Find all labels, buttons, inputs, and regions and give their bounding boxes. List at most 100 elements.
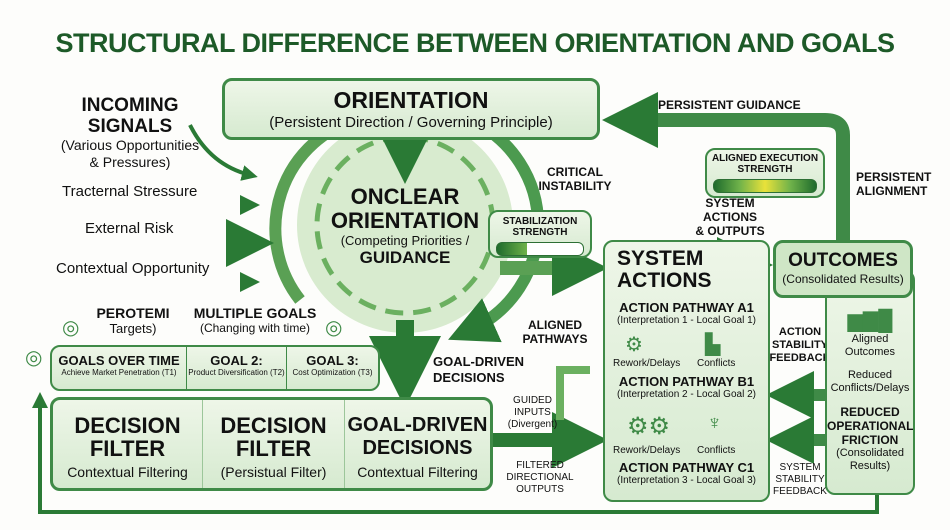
outcomes-sub: (Consolidated Results) (782, 272, 904, 286)
pathway-sub: (Interpretation 2 - Local Goal 2) (617, 389, 756, 400)
label-line: SYSTEM (617, 247, 704, 270)
label-line: FEEDBACK (773, 486, 827, 497)
conflicts-label: Conflicts (697, 358, 736, 369)
incoming-sub: (Various Opportunities (60, 137, 200, 153)
label-line: Aligned (851, 333, 889, 345)
power-tower-icon: ♆ (707, 412, 722, 434)
label-line: ALIGNMENT (856, 184, 928, 198)
label-line: STABILITY (771, 339, 828, 351)
incoming-signals: INCOMING SIGNALS (Various Opportunities … (50, 95, 210, 171)
pathway-sub: (Interpretation 1 - Local Goal 1) (617, 315, 756, 326)
label-line: DECISIONS (433, 370, 505, 385)
center-line: ONCLEAR (350, 184, 460, 209)
orientation-box: ORIENTATION (Persistent Direction / Gove… (222, 78, 600, 140)
outcomes-box: OUTCOMES (Consolidated Results) (773, 240, 913, 298)
action-pathway: ACTION PATHWAY B1(Interpretation 2 - Loc… (605, 374, 768, 400)
label-line: GUIDED (513, 395, 552, 406)
pathway-sub: (Interpretation 3 - Local Goal 3) (617, 475, 756, 486)
goal-sub: Product Diversification (T2) (188, 368, 285, 377)
decision-sub: (Persistual Filter) (220, 464, 327, 480)
stabilization-bar (496, 242, 584, 256)
label-line: ACTIONS (703, 210, 757, 224)
decision-title: GOAL-DRIVEN (347, 414, 488, 436)
goal-sub: Achieve Market Penetration (T1) (61, 368, 177, 377)
label-line: Conflicts/Delays (830, 382, 910, 394)
decision-title: DECISION (74, 413, 181, 438)
orientation-circle (297, 117, 513, 333)
decision-title: DECISION (220, 413, 327, 438)
goal-title: GOALS OVER TIME (58, 353, 180, 368)
incoming-title-2: SIGNALS (87, 116, 173, 137)
conflicts-label: Conflicts (697, 445, 736, 456)
label-line: MULTIPLE GOALS (193, 305, 317, 321)
gears-icon: ⚙⚙ (627, 413, 671, 440)
execution-bar (713, 179, 817, 193)
robot-arm-icon: ⚙ (625, 334, 643, 356)
label-line: Outcomes (844, 346, 896, 358)
signal-label: Contextual Opportunity (56, 260, 210, 277)
label-line: ALIGNED (528, 318, 582, 332)
action-pathway: ACTION PATHWAY C1(Interpretation 3 - Loc… (605, 460, 768, 486)
label-line: & OUTPUTS (695, 224, 765, 238)
label-line: SYSTEM (705, 196, 755, 210)
label-line: OPERATIONAL (827, 419, 914, 433)
signal-label: Tracternal Stressure (62, 183, 198, 200)
label-line: CRITICAL (547, 165, 603, 179)
label-line: PEROTEMI (96, 305, 170, 321)
outcomes-title: OUTCOMES (788, 250, 898, 271)
incoming-title: INCOMING (81, 95, 179, 116)
center-line: (Competing Priorities / (340, 233, 470, 248)
label-line: FEEDBACK (769, 352, 831, 364)
label-line: GOAL-DRIVEN (433, 354, 524, 369)
pathway-title: ACTION PATHWAY B1 (618, 374, 755, 389)
goal-sub: Cost Optimization (T3) (292, 368, 373, 377)
center-line: GUIDANCE (359, 248, 451, 267)
page-title: STRUCTURAL DIFFERENCE BETWEEN ORIENTATIO… (55, 28, 896, 58)
gauge-label: STRENGTH (512, 227, 568, 238)
label-line: (Changing with time) (199, 321, 311, 335)
goal-step: GOAL 2:Product Diversification (T2) (187, 347, 287, 389)
execution-strength-gauge: ALIGNED EXECUTION STRENGTH (705, 148, 825, 198)
orientation-title: ORIENTATION (333, 87, 489, 113)
signal-label: External Risk (85, 220, 174, 237)
label-line: STABILITY (775, 474, 825, 485)
persistent-guidance-label: PERSISTENT GUIDANCE (658, 98, 801, 112)
label-line: REDUCED (840, 405, 900, 419)
goal-title: GOAL 2: (210, 353, 263, 368)
target-icon: ◎ (325, 317, 343, 339)
label-line: INSTABILITY (538, 179, 612, 193)
rework-label: Rework/Delays (613, 358, 681, 369)
label-line: FILTERED (516, 460, 564, 471)
orientation-subtitle: (Persistent Direction / Governing Princi… (269, 114, 553, 131)
label-line: OUTPUTS (516, 484, 564, 495)
multiple-goals-label: MULTIPLE GOALS(Changing with time) (190, 305, 320, 335)
label-line: Results) (849, 460, 891, 472)
decision-sub: Contextual Filtering (67, 464, 188, 480)
gauge-label: STRENGTH (737, 164, 793, 175)
action-pathway: ACTION PATHWAY A1(Interpretation 1 - Loc… (605, 300, 768, 326)
goal-step: GOAL 3:Cost Optimization (T3) (287, 347, 378, 389)
center-line: ORIENTATION (330, 208, 480, 233)
rework-label: Rework/Delays (613, 445, 681, 456)
goal-title: GOAL 3: (306, 353, 359, 368)
